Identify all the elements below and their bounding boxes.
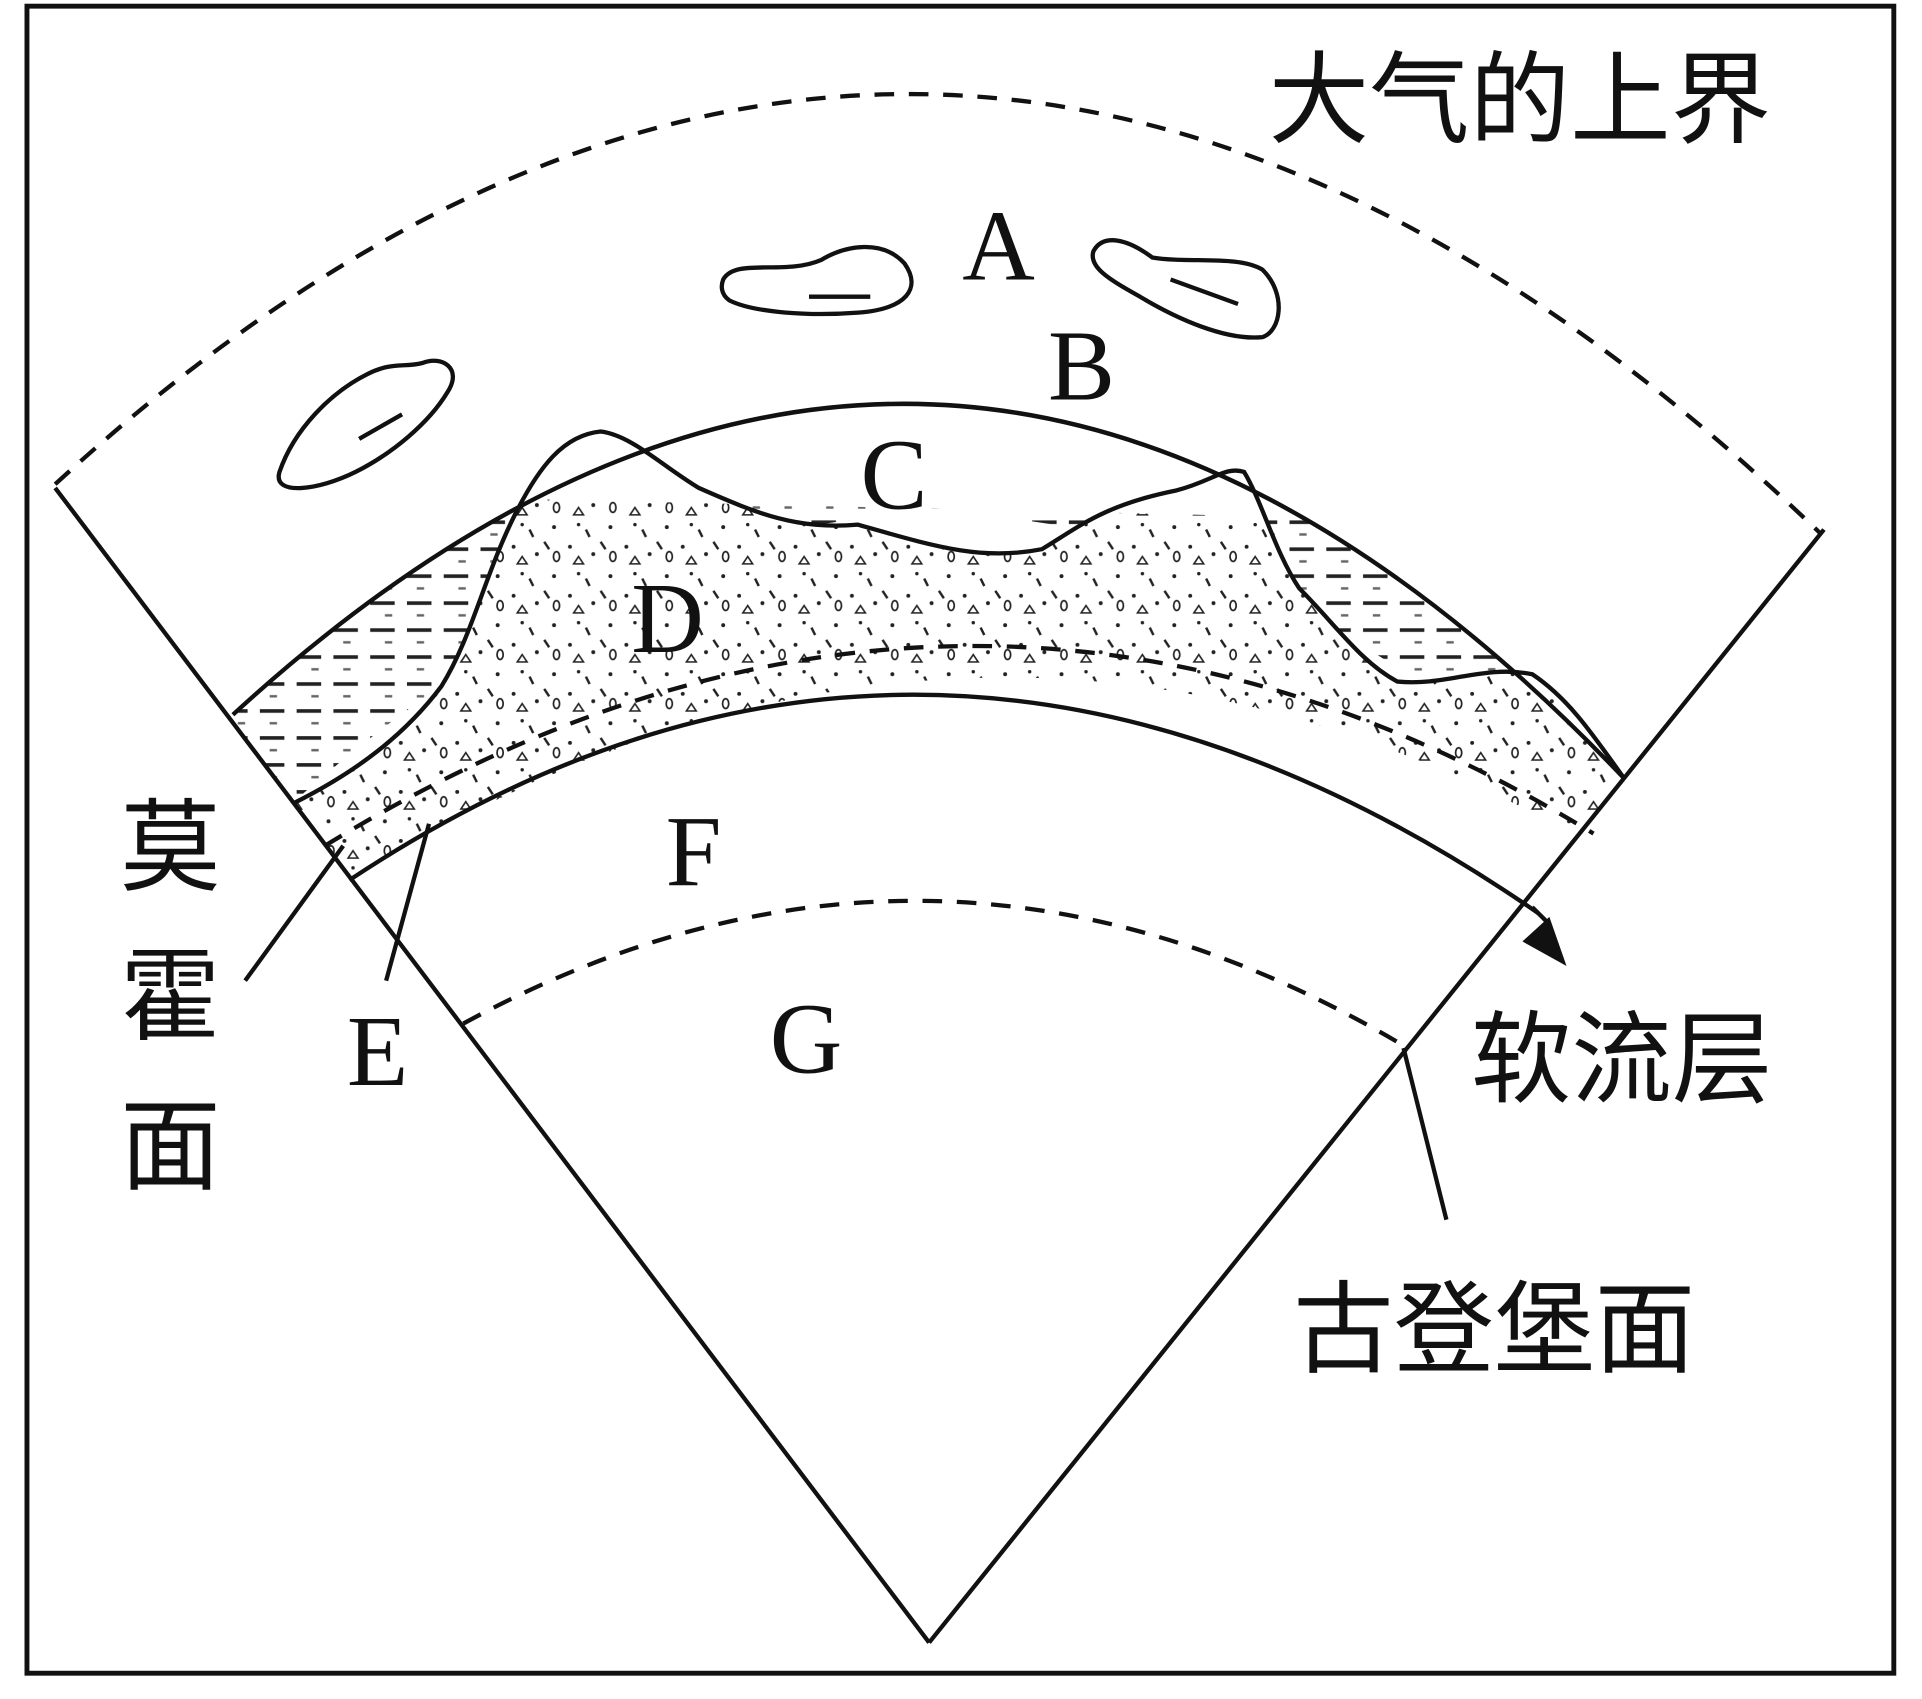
moho-boundary [323,643,1595,848]
label-c: C [860,419,927,531]
layer-d-crust [294,487,1625,881]
label-a: A [962,190,1035,302]
label-e: E [347,995,408,1107]
moho-char-2: 霍 [120,939,221,1056]
cloud-middle [719,244,914,317]
gutenberg-label: 古登堡面 [1293,1271,1695,1388]
sector-left-edge [53,486,931,1644]
atmosphere-top-label: 大气的上界 [1269,42,1772,159]
atmosphere-top-boundary [53,91,1822,535]
label-f: F [666,795,722,907]
label-b: B [1048,310,1115,422]
ground-surface [231,401,1626,780]
asthenosphere-label: 软流层 [1471,1002,1773,1119]
gutenberg-boundary [462,898,1399,1044]
moho-leader-line [243,844,345,982]
cloud-right [1090,238,1281,340]
moho-label: 莫 霍 面 [120,790,221,1206]
clouds [276,238,1281,491]
gutenberg-leader-line [1401,1047,1449,1221]
lithosphere-bottom [348,692,1540,916]
moho-char-3: 面 [120,1089,221,1206]
moho-char-1: 莫 [120,790,221,907]
label-d: D [631,562,704,674]
asthenosphere-arrow [1530,905,1549,924]
frame [24,3,1897,1676]
mountain-outline [293,429,1626,805]
label-g: G [770,983,843,1095]
sector-right-edge [927,528,1826,1644]
arrow-head-icon [1522,916,1567,966]
e-leader-line [384,823,432,982]
cloud-left [276,358,455,491]
